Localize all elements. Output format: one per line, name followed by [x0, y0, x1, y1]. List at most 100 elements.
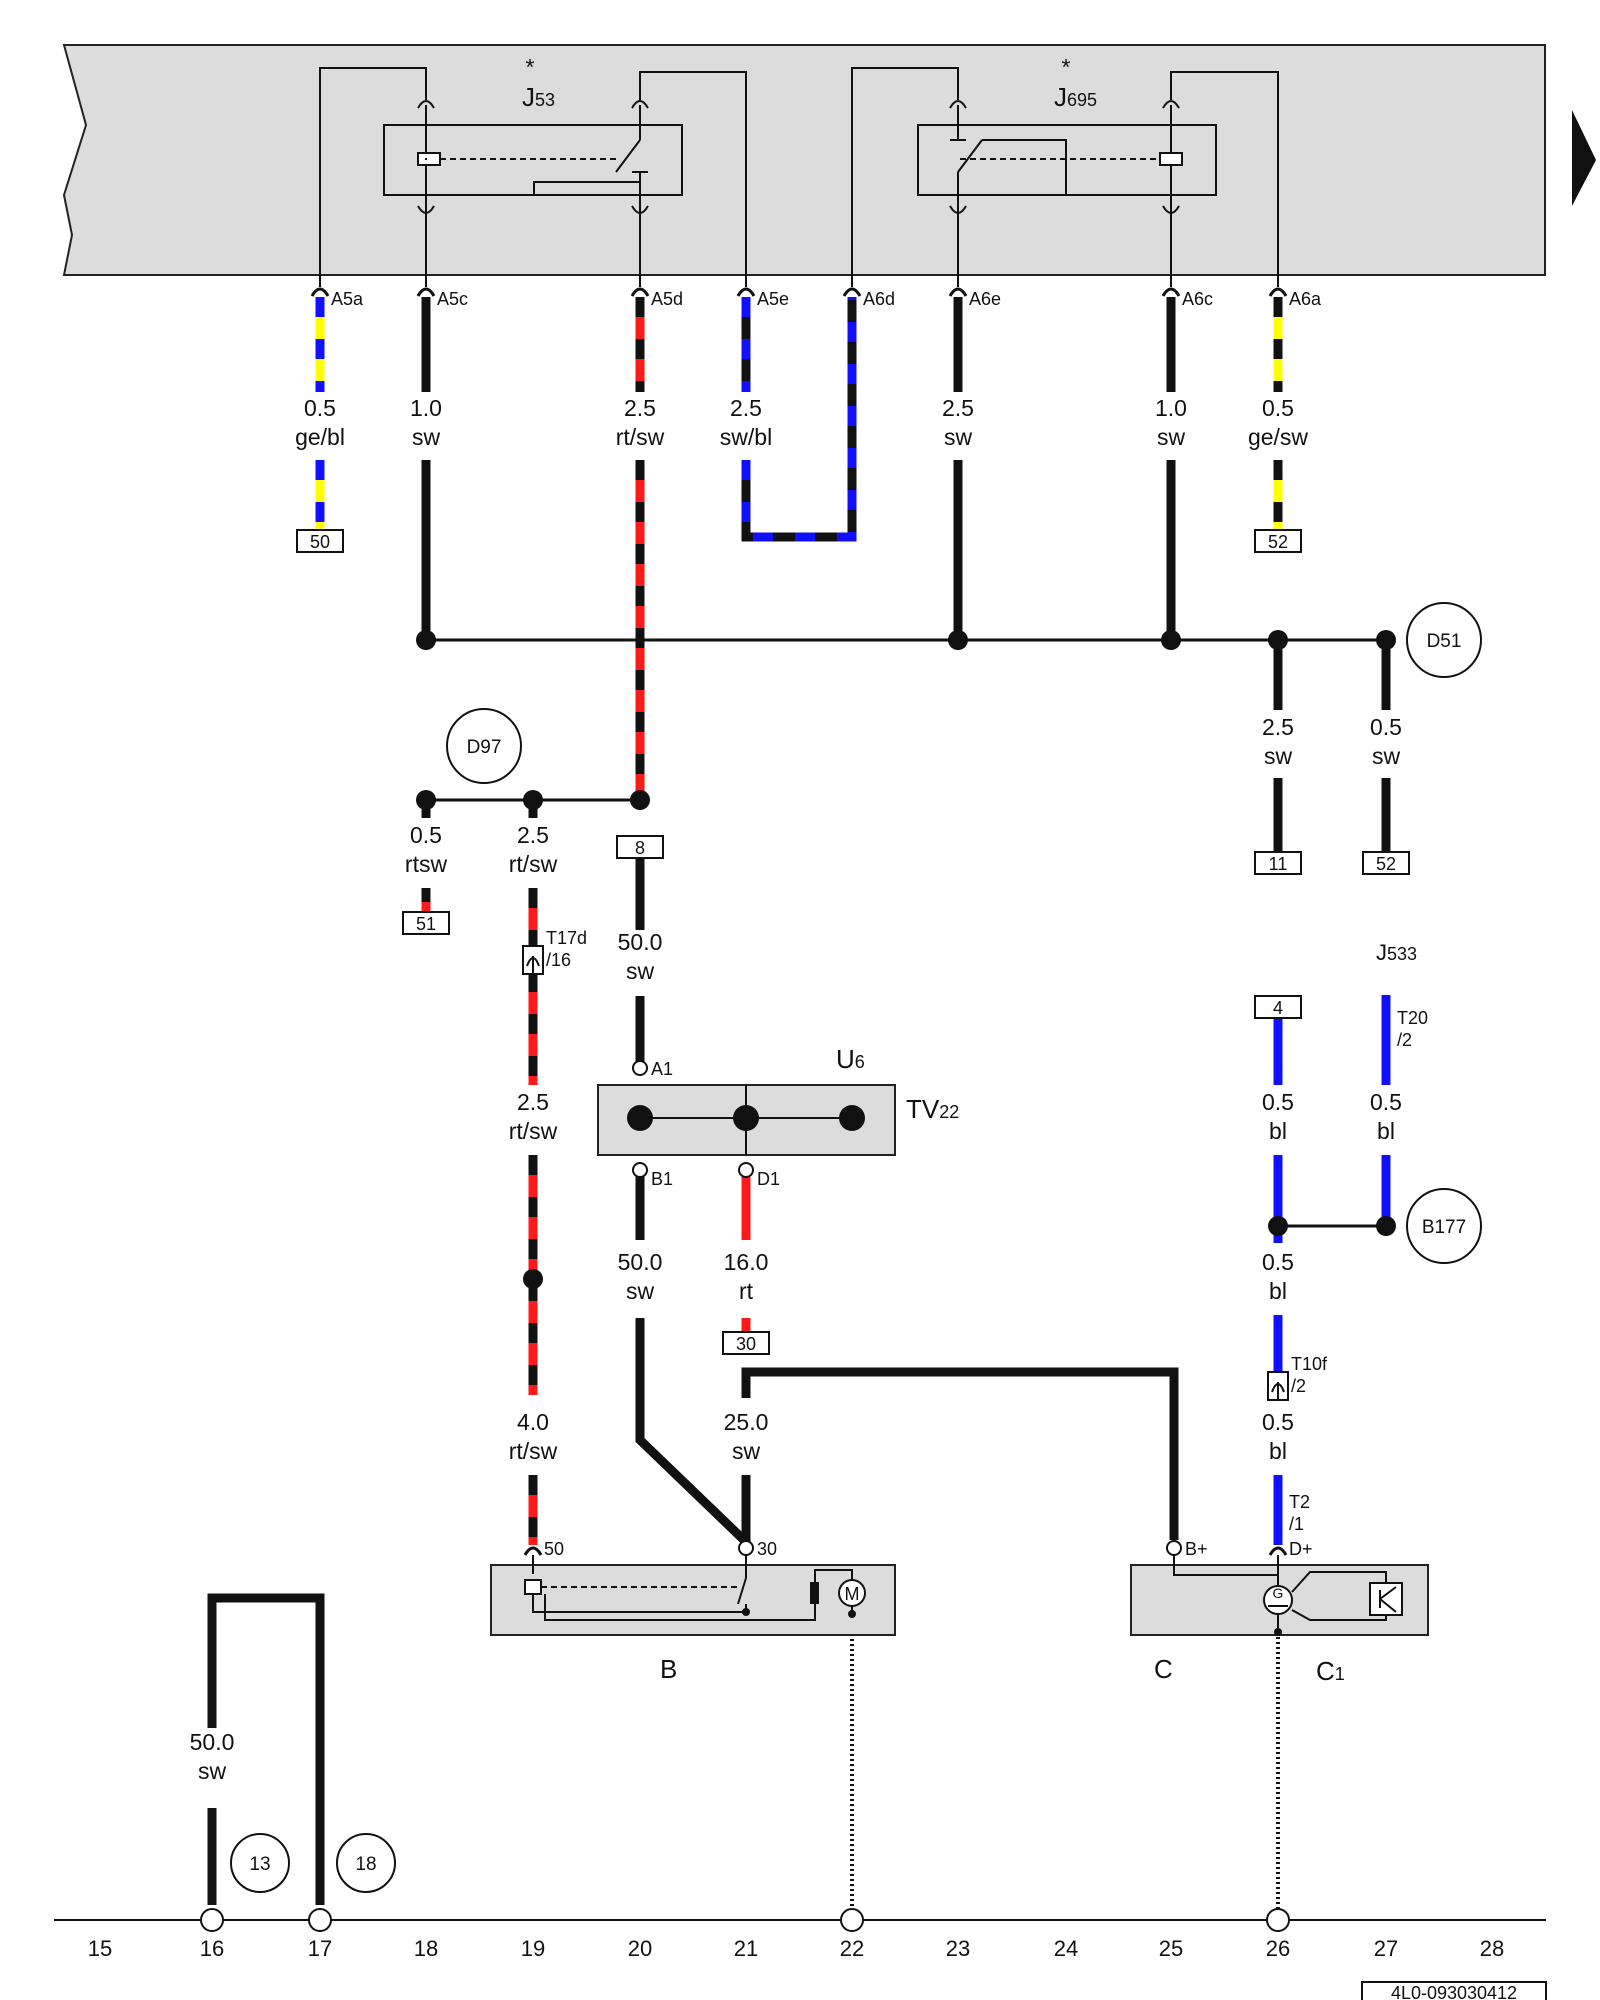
- svg-text:/2: /2: [1291, 1376, 1306, 1396]
- connection-boxes: 50 52 8 51 11 52 4 30: [296, 529, 1410, 1355]
- t20-label: T20: [1397, 1008, 1428, 1028]
- svg-text:0.5: 0.5: [1262, 1409, 1294, 1435]
- scale-number: 17: [308, 1936, 332, 1961]
- scale-number: 18: [414, 1936, 438, 1961]
- svg-text:bl: bl: [1269, 1118, 1287, 1144]
- svg-text:sw: sw: [732, 1438, 761, 1464]
- svg-text:D1: D1: [757, 1169, 780, 1189]
- alternator-label: C: [1154, 1654, 1173, 1684]
- svg-text:D51: D51: [1427, 631, 1462, 652]
- alternator-c: B+ D+ G C C1: [1130, 1539, 1429, 1686]
- svg-text:A6c: A6c: [1182, 289, 1213, 309]
- svg-text:bl: bl: [1269, 1438, 1287, 1464]
- scale-number: 25: [1159, 1936, 1183, 1961]
- svg-text:bl: bl: [1377, 1118, 1395, 1144]
- svg-text:8: 8: [635, 838, 645, 858]
- svg-text:50.0: 50.0: [618, 1249, 663, 1275]
- svg-text:51: 51: [416, 914, 436, 934]
- svg-text:A6d: A6d: [863, 289, 895, 309]
- t2-label: T2: [1289, 1492, 1310, 1512]
- svg-text:0.5: 0.5: [304, 395, 336, 421]
- scale-number: 15: [88, 1936, 112, 1961]
- carrier-pins: [310, 287, 1288, 297]
- t20-pin: /2: [1397, 1030, 1412, 1050]
- carrier-pin-labels: A5a A5c A5d A5e A6d A6e A6c A6a: [331, 289, 1322, 309]
- svg-text:30: 30: [757, 1539, 777, 1559]
- scale-number: 24: [1054, 1936, 1078, 1961]
- svg-text:rtsw: rtsw: [405, 851, 448, 877]
- starter-label: B: [660, 1654, 677, 1684]
- inline-connector-t17d: T17d /16: [522, 928, 587, 975]
- scale-number: 19: [521, 1936, 545, 1961]
- j53-mark: *: [526, 54, 535, 80]
- ground-points: D51 D97 B177 13 18: [230, 602, 1482, 1893]
- svg-text:4: 4: [1273, 998, 1283, 1018]
- scale-number: 26: [1266, 1936, 1290, 1961]
- svg-text:A5a: A5a: [331, 289, 364, 309]
- svg-text:52: 52: [1376, 854, 1396, 874]
- svg-text:sw: sw: [626, 958, 655, 984]
- svg-text:0.5: 0.5: [1262, 1249, 1294, 1275]
- svg-text:B1: B1: [651, 1169, 673, 1189]
- svg-text:ge/sw: ge/sw: [1248, 424, 1308, 450]
- scale-number: 28: [1480, 1936, 1504, 1961]
- svg-text:2.5: 2.5: [942, 395, 974, 421]
- scale-number: 21: [734, 1936, 758, 1961]
- svg-text:sw: sw: [198, 1758, 227, 1784]
- svg-text:2.5: 2.5: [624, 395, 656, 421]
- distributor-tv22: A1 B1 D1 U6 TV22: [597, 1044, 959, 1189]
- svg-text:D+: D+: [1289, 1539, 1313, 1559]
- regulator-label: C1: [1316, 1656, 1345, 1686]
- scale-number: 16: [200, 1936, 224, 1961]
- scale-number: 23: [946, 1936, 970, 1961]
- svg-text:A1: A1: [651, 1059, 673, 1079]
- svg-text:sw: sw: [626, 1278, 655, 1304]
- svg-text:sw/bl: sw/bl: [720, 424, 772, 450]
- svg-text:rt/sw: rt/sw: [509, 1438, 558, 1464]
- motor-icon: M: [845, 1584, 860, 1604]
- svg-text:2.5: 2.5: [1262, 714, 1294, 740]
- svg-text:50.0: 50.0: [190, 1729, 235, 1755]
- svg-text:A6e: A6e: [969, 289, 1001, 309]
- relay-j695: * J695: [851, 54, 1279, 287]
- inline-connector-t10f: T10f /2: [1267, 1354, 1328, 1401]
- svg-text:11: 11: [1269, 854, 1288, 874]
- svg-text:A6a: A6a: [1289, 289, 1322, 309]
- relay-j53: * J53: [319, 54, 747, 287]
- svg-text:0.5: 0.5: [1370, 1089, 1402, 1115]
- svg-text:50: 50: [544, 1539, 564, 1559]
- svg-text:ge/bl: ge/bl: [295, 424, 345, 450]
- svg-text:2.5: 2.5: [517, 822, 549, 848]
- svg-text:0.5: 0.5: [410, 822, 442, 848]
- svg-text:sw: sw: [944, 424, 973, 450]
- scale-number: 27: [1374, 1936, 1398, 1961]
- svg-text:18: 18: [355, 1854, 376, 1875]
- svg-text:4.0: 4.0: [517, 1409, 549, 1435]
- splice-points: [416, 630, 1396, 1289]
- page-continue-arrow: [1572, 110, 1596, 206]
- tv22-label: TV22: [906, 1094, 959, 1124]
- svg-text:2.5: 2.5: [517, 1089, 549, 1115]
- svg-text:T17d: T17d: [546, 928, 587, 948]
- j53-label: J53: [522, 82, 555, 112]
- svg-text:bl: bl: [1269, 1278, 1287, 1304]
- svg-text:1.0: 1.0: [410, 395, 442, 421]
- j533-label: J533: [1376, 940, 1417, 965]
- label-gaps: [200, 1728, 224, 1808]
- svg-text:A5e: A5e: [757, 289, 789, 309]
- scale-number: 22: [840, 1936, 864, 1961]
- svg-text:sw: sw: [412, 424, 441, 450]
- svg-text:50.0: 50.0: [618, 929, 663, 955]
- svg-text:50: 50: [310, 532, 330, 552]
- svg-text:1.0: 1.0: [1155, 395, 1187, 421]
- svg-text:sw: sw: [1372, 743, 1401, 769]
- u6-label: U6: [836, 1044, 865, 1074]
- svg-text:sw: sw: [1264, 743, 1293, 769]
- t2-pin: /1: [1289, 1514, 1304, 1534]
- svg-text:B177: B177: [1422, 1217, 1466, 1238]
- svg-text:25.0: 25.0: [724, 1409, 769, 1435]
- j695-label: J695: [1054, 82, 1097, 112]
- starter-b: 50 30 M B: [490, 1539, 896, 1684]
